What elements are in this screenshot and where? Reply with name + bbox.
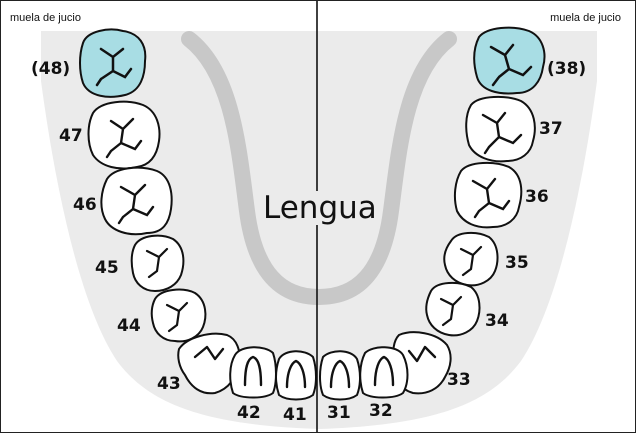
tooth-44-shape: [150, 288, 207, 343]
tooth-41-shape: [275, 350, 317, 401]
tooth-37-shape: [465, 95, 536, 163]
tooth-38-shape: [473, 26, 546, 95]
tooth-number-33: 33: [447, 370, 471, 390]
tooth-number-36: 36: [525, 187, 549, 207]
tooth-number-48: (48): [31, 59, 71, 79]
tooth-number-37: 37: [539, 119, 563, 139]
tooth-number-45: 45: [95, 258, 119, 278]
tooth-number-46: 46: [73, 195, 97, 215]
tongue-label: Lengua: [261, 190, 379, 226]
tooth-32-shape: [359, 346, 409, 399]
wisdom-tooth-label-left: muela de jucio: [10, 12, 81, 24]
tooth-36-shape: [453, 161, 523, 229]
tooth-35-shape: [443, 231, 499, 287]
tooth-47-shape: [87, 100, 161, 170]
tooth-number-38: (38): [547, 59, 587, 79]
tooth-number-47: 47: [59, 126, 83, 146]
tooth-31-shape: [319, 350, 361, 401]
tooth-number-44: 44: [117, 316, 141, 336]
tooth-46-shape: [100, 166, 173, 236]
tooth-34-shape: [425, 281, 481, 337]
tooth-number-41: 41: [283, 405, 307, 425]
tooth-number-35: 35: [505, 253, 529, 273]
tooth-number-42: 42: [237, 403, 261, 423]
tongue-outline: [181, 31, 457, 306]
tooth-42-shape: [229, 346, 277, 399]
tooth-number-31: 31: [327, 403, 351, 423]
wisdom-tooth-label-right: muela de jucio: [550, 12, 621, 24]
tooth-number-32: 32: [369, 401, 393, 421]
tooth-number-34: 34: [485, 311, 509, 331]
tooth-number-43: 43: [157, 374, 181, 394]
tooth-48-shape: [79, 28, 147, 98]
tooth-45-shape: [130, 234, 185, 293]
